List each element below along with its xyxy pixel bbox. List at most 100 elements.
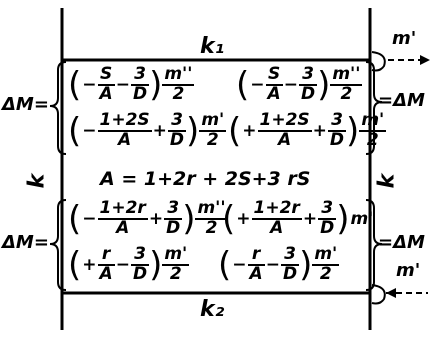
label-delta-m-right-top: =ΔM [378, 90, 425, 111]
fraction-second-denominator: D [300, 83, 316, 104]
label-m-bottom: m' [396, 260, 421, 281]
label-k-right: k [374, 173, 400, 189]
fraction-moment: m''2 [330, 64, 363, 104]
operator: + [152, 120, 167, 141]
sign: + [82, 254, 97, 275]
left-paren: ( [68, 110, 82, 151]
bottom-moment-curve [371, 284, 386, 305]
fraction-moment-numerator: m' [312, 244, 340, 266]
fraction-moment: m'2 [162, 244, 190, 284]
sign: − [82, 74, 97, 95]
fraction-first-denominator: A [118, 129, 132, 150]
fraction-moment: m'2 [359, 111, 387, 150]
operator: − [115, 74, 130, 95]
label-k2: k₂ [200, 297, 225, 322]
operator: + [312, 120, 327, 141]
left-bottom-brace [49, 199, 67, 291]
fraction-moment-numerator: m' [162, 244, 190, 266]
fraction-first-denominator: A [267, 83, 281, 104]
fraction-second-numerator: 3 [167, 111, 187, 132]
fraction-second-denominator: D [132, 263, 148, 284]
fraction-moment-denominator: 2 [169, 263, 182, 284]
right-paren: ) [336, 198, 350, 239]
fraction-second-denominator: D [282, 263, 298, 284]
fraction-first-denominator: A [249, 263, 263, 284]
right-paren: ) [149, 244, 163, 285]
fraction-first-numerator: 1+2S [97, 110, 152, 132]
fraction-first-denominator: A [99, 83, 113, 104]
operator: + [302, 208, 318, 229]
operator: − [283, 74, 298, 95]
label-delta-m-right-bottom: =ΔM [378, 232, 425, 253]
right-paren: ) [299, 244, 313, 285]
sign: − [82, 208, 97, 229]
operator: + [148, 208, 164, 229]
fraction-second-numerator: 3 [318, 199, 337, 220]
label-k-left: k [24, 173, 50, 189]
fraction-first-numerator: r [97, 245, 115, 266]
top-moment-curve [371, 51, 386, 72]
left-paren: ( [68, 244, 82, 285]
fraction-second-denominator: D [169, 129, 185, 150]
sign: + [236, 208, 251, 229]
fraction-moment-denominator: 2 [206, 129, 219, 150]
fraction-moment-denominator: 2 [366, 129, 379, 150]
fraction-second-numerator: 3 [298, 65, 318, 86]
fraction-first-denominator: A [99, 263, 113, 284]
fraction-second-numerator: 3 [327, 111, 347, 132]
fraction-second-denominator: D [166, 217, 181, 238]
fraction-moment-denominator: 2 [319, 263, 332, 284]
fraction-first-denominator: A [270, 217, 284, 238]
fraction-moment-denominator: 2 [340, 83, 353, 104]
fraction-moment: m''2 [195, 198, 228, 238]
fraction-first-denominator: A [116, 217, 130, 238]
fraction-moment-numerator: m'' [195, 198, 228, 220]
fraction-first-numerator: 1+2r [251, 198, 302, 220]
sign: − [232, 254, 247, 275]
fraction-first-numerator: 1+2S [257, 110, 312, 132]
center-equation: A = 1+2r + 2S+3 rS [100, 168, 311, 190]
bottom-moment-arrowhead [386, 288, 396, 298]
operator: − [115, 254, 130, 275]
fraction-moment-numerator: m' [199, 110, 227, 132]
fraction-first-numerator: S [265, 65, 283, 86]
label-m-top: m' [392, 28, 417, 49]
fraction-moment-numerator: m'' [162, 64, 195, 86]
fraction-moment-numerator: m'' [330, 64, 363, 86]
fraction-second-numerator: 3 [164, 199, 183, 220]
left-paren: ( [68, 198, 82, 239]
fraction-first-numerator: S [97, 65, 115, 86]
fraction-second-denominator: D [329, 129, 345, 150]
label-delta-m-left-bottom: ΔM= [2, 232, 49, 253]
fraction-moment: m'2 [199, 110, 227, 150]
left-paren: ( [236, 64, 250, 105]
left-paren: ( [218, 244, 232, 285]
sign: − [82, 120, 97, 141]
fraction-second-numerator: 3 [280, 245, 300, 266]
label-delta-m-left-top: ΔM= [2, 94, 49, 115]
sign: + [242, 120, 257, 141]
fraction-moment: m'2 [312, 244, 340, 284]
left-paren: ( [228, 110, 242, 151]
right-paren: ) [317, 64, 331, 105]
